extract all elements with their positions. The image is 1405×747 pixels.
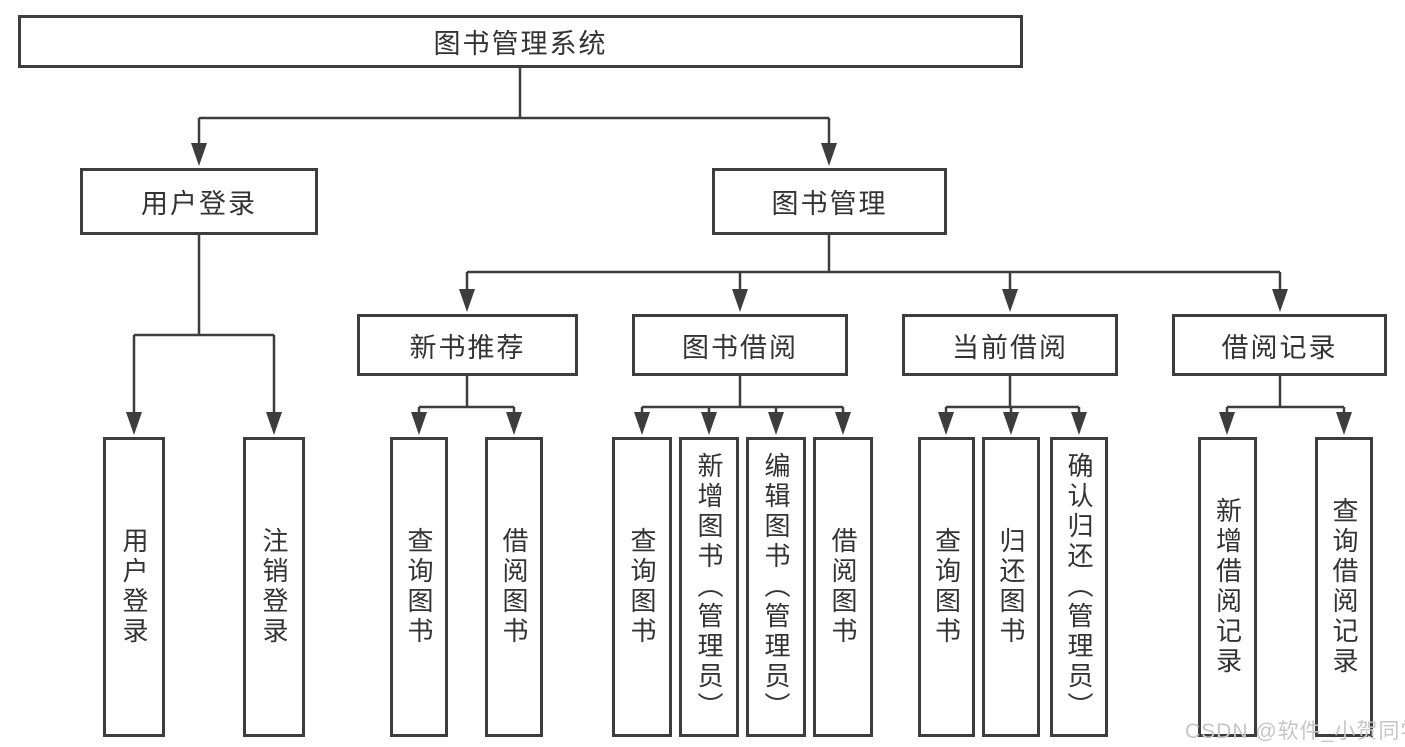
- arrow-down-icon: [1003, 412, 1019, 435]
- leaf-current-confirm-return-admin: 确认归还（管理员）: [1050, 437, 1108, 737]
- node-label: 借阅图书: [828, 527, 858, 647]
- node-label: 当前借阅: [952, 332, 1068, 363]
- leaf-records-add-record: 新增借阅记录: [1198, 437, 1257, 737]
- connector-newbookrec-to-leaves: [417, 376, 516, 415]
- arrow-down-icon: [1272, 289, 1288, 312]
- node-label: 新增图书（管理员）: [694, 452, 724, 722]
- arrow-down-icon: [266, 412, 282, 435]
- leaf-borrow-borrow-book: 借阅图书: [813, 437, 873, 737]
- leaf-current-return-book: 归还图书: [982, 437, 1040, 737]
- leaf-logout: 注销登录: [243, 437, 305, 737]
- node-new-book-recommend: 新书推荐: [357, 314, 578, 376]
- arrow-down-icon: [1002, 289, 1018, 312]
- node-label: 用户登录: [141, 189, 257, 219]
- leaf-user-login: 用户登录: [103, 437, 165, 737]
- connector-borrowrecords-to-leaves: [1225, 376, 1346, 415]
- node-label: 编辑图书（管理员）: [761, 452, 791, 722]
- node-label: 注销登录: [259, 527, 289, 647]
- node-label: 借阅记录: [1221, 332, 1338, 363]
- arrow-down-icon: [1071, 412, 1087, 435]
- arrow-down-icon: [191, 143, 207, 166]
- connector-currentborrow-to-leaves: [944, 376, 1081, 415]
- node-label: 新书推荐: [409, 332, 526, 363]
- node-label: 归还图书: [996, 527, 1026, 647]
- node-user-login: 用户登录: [80, 168, 318, 235]
- node-borrow-records: 借阅记录: [1172, 314, 1387, 376]
- node-label: 用户登录: [119, 527, 149, 647]
- leaf-records-query-record: 查询借阅记录: [1315, 437, 1373, 737]
- arrow-down-icon: [732, 289, 748, 312]
- node-label: 图书管理: [771, 189, 888, 219]
- node-label: 查询图书: [931, 527, 962, 647]
- node-label: 查询图书: [627, 527, 657, 647]
- csdn-watermark: CSDN @软件_小贺同学: [1185, 720, 1405, 743]
- node-label: 查询图书: [404, 527, 434, 647]
- arrow-down-icon: [701, 412, 717, 435]
- node-system-root: 图书管理系统: [18, 15, 1023, 68]
- leaf-newrec-query-book: 查询图书: [390, 437, 448, 737]
- arrow-down-icon: [459, 289, 475, 312]
- connector-bookmgmt-to-level3: [465, 235, 1282, 292]
- node-label: 确认归还（管理员）: [1064, 452, 1094, 722]
- arrow-down-icon: [938, 412, 954, 435]
- arrow-down-icon: [1336, 412, 1352, 435]
- arrow-down-icon: [821, 143, 837, 166]
- leaf-borrow-add-book-admin: 新增图书（管理员）: [679, 437, 739, 737]
- arrow-down-icon: [126, 412, 142, 435]
- arrow-down-icon: [835, 412, 851, 435]
- node-label: 图书管理系统: [433, 29, 608, 59]
- arrow-down-icon: [411, 412, 427, 435]
- arrow-down-icon: [506, 412, 522, 435]
- node-current-borrow: 当前借阅: [902, 314, 1118, 376]
- node-label: 新增借阅记录: [1212, 497, 1243, 677]
- connector-userlogin-to-leaves: [132, 235, 276, 415]
- leaf-borrow-query-book: 查询图书: [612, 437, 672, 737]
- arrow-down-icon: [768, 412, 784, 435]
- arrow-down-icon: [1219, 412, 1235, 435]
- node-label: 借阅图书: [499, 527, 529, 647]
- node-label: 查询借阅记录: [1329, 497, 1359, 677]
- node-label: 图书借阅: [682, 332, 798, 363]
- connector-bookborrow-to-leaves: [640, 376, 845, 415]
- node-book-management: 图书管理: [712, 168, 947, 235]
- leaf-borrow-edit-book-admin: 编辑图书（管理员）: [746, 437, 806, 737]
- leaf-current-query-book: 查询图书: [918, 437, 975, 737]
- arrow-down-icon: [634, 412, 650, 435]
- leaf-newrec-borrow-book: 借阅图书: [485, 437, 543, 737]
- connector-root-to-level2: [197, 68, 831, 146]
- node-book-borrow: 图书借阅: [632, 314, 848, 376]
